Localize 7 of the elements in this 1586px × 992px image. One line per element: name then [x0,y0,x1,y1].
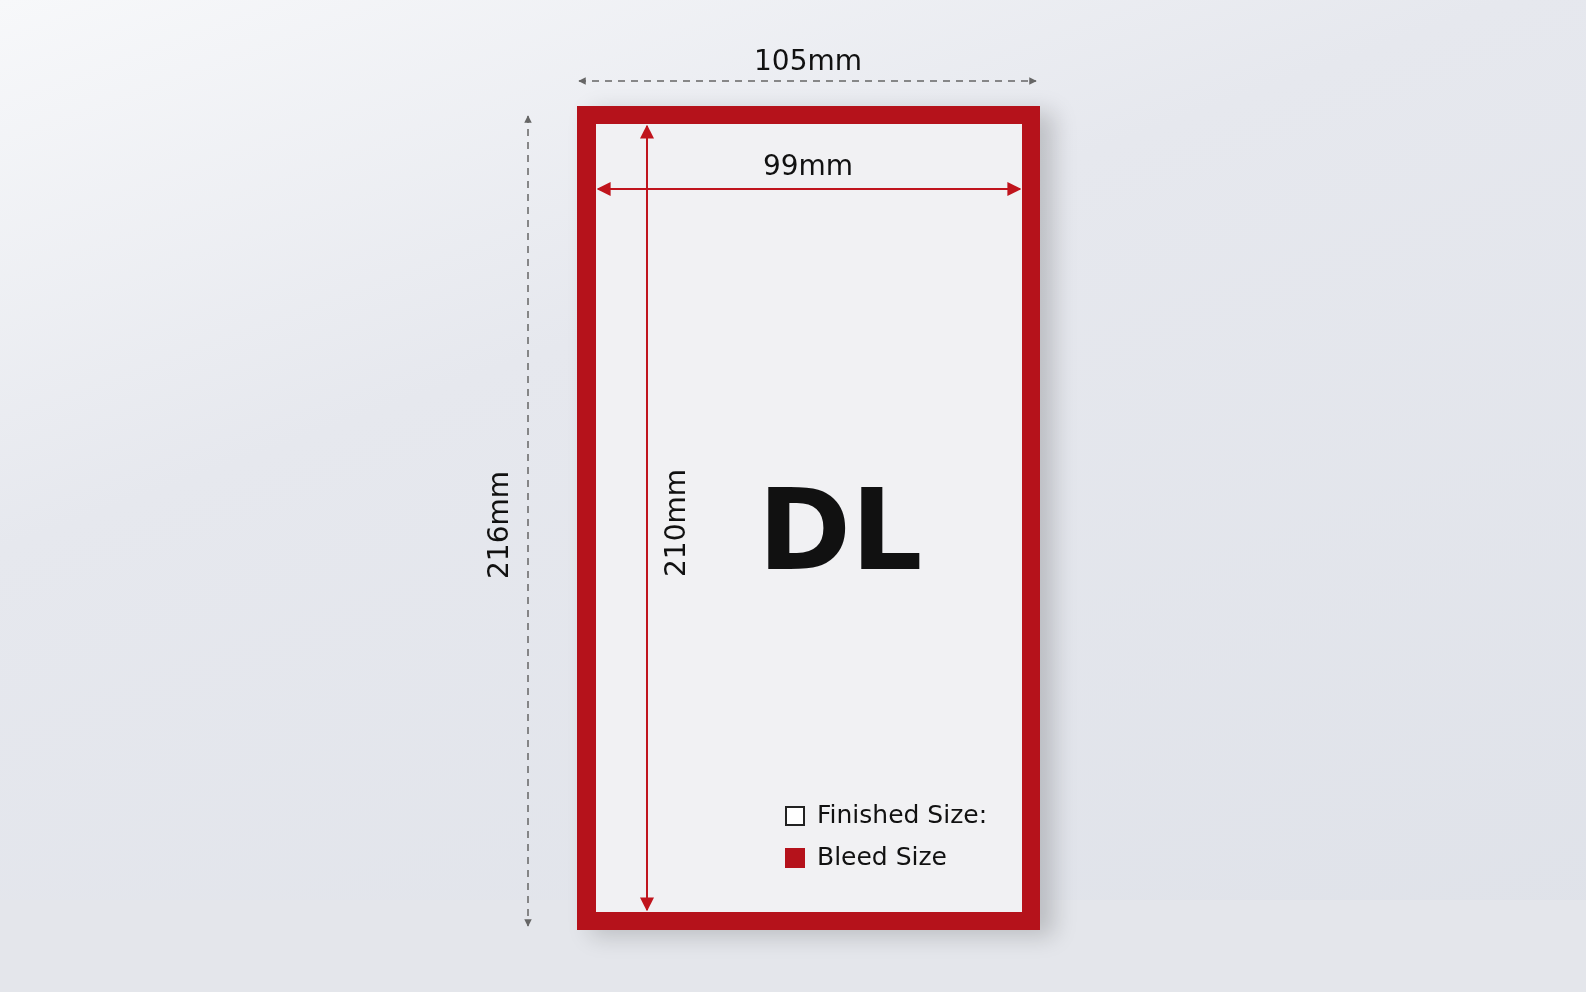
dimension-label: 210mm [658,469,692,577]
size-name: DL [758,474,923,586]
legend-label: Bleed Size [817,842,947,871]
dimension-label: 216mm [481,471,515,579]
legend-label: Finished Size: [817,800,988,829]
dimension-label: 99mm [762,148,854,182]
dimension-label: 105mm [754,43,862,77]
